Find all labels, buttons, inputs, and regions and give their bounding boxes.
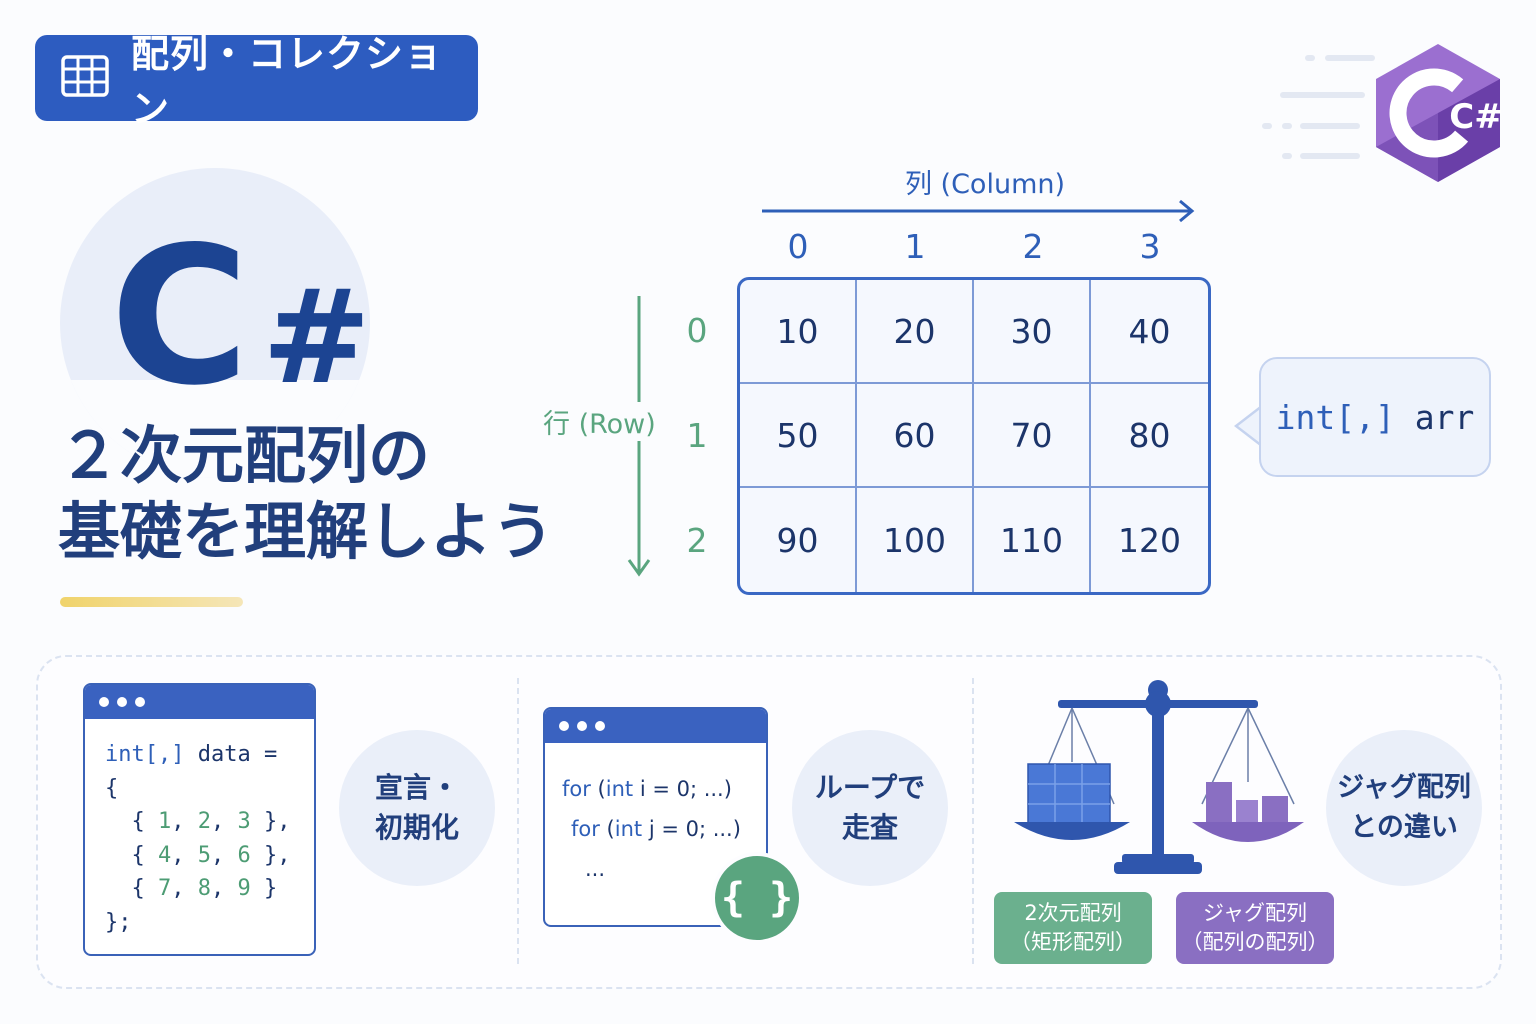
page-title: ２次元配列の 基礎を理解しよう — [58, 418, 554, 570]
grid-cell: 90 — [740, 488, 857, 592]
grid-cell: 20 — [857, 280, 974, 384]
grid-cell: 110 — [974, 488, 1091, 592]
panel-divider — [972, 678, 974, 964]
row-index-0: 0 — [686, 311, 708, 350]
jagged-label: ジャグ配列 との違い — [1326, 730, 1482, 886]
tag-jagged-array: ジャグ配列 （配列の配列） — [1176, 892, 1334, 964]
declaration-bubble: int[,] arr — [1259, 357, 1491, 477]
column-index-1: 1 — [904, 227, 926, 266]
row-index-1: 1 — [686, 416, 708, 455]
grid-cell: 40 — [1091, 280, 1208, 384]
hero-hash: # — [262, 261, 371, 413]
title-line-1: ２次元配列の — [58, 419, 431, 492]
row-axis-label: 行 (Row) — [543, 402, 656, 441]
grid-cell: 70 — [974, 384, 1091, 488]
code-window-declare: int[,] data ={ { 1, 2, 3 }, { 4, 5, 6 },… — [83, 683, 316, 956]
panel-divider — [517, 678, 519, 964]
column-axis-label: 列 (Column) — [904, 169, 1066, 200]
grid-cell: 50 — [740, 384, 857, 488]
loop-code: for (int i = 0; ...)for (int j = 0; ...)… — [562, 777, 741, 881]
code-braces-icon: { } — [711, 852, 803, 944]
category-badge: 配列・コレクション — [35, 32, 478, 131]
column-index-3: 3 — [1139, 227, 1161, 266]
bubble-type: int[,] — [1275, 397, 1395, 437]
logo-text: C# — [1449, 97, 1502, 137]
column-index-2: 2 — [1022, 227, 1044, 266]
row-index-2: 2 — [686, 521, 708, 560]
csharp-logo-icon: C# — [1372, 42, 1504, 184]
grid-cell: 30 — [974, 280, 1091, 384]
column-index-0: 0 — [787, 227, 809, 266]
grid-cell: 80 — [1091, 384, 1208, 488]
category-label: 配列・コレクション — [131, 32, 444, 131]
title-underline — [60, 597, 243, 607]
grid-cell: 120 — [1118, 520, 1181, 560]
window-titlebar — [545, 709, 766, 743]
title-line-2: 基礎を理解しよう — [58, 495, 555, 568]
grid-cell: 60 — [857, 384, 974, 488]
grid-cell: 10 — [740, 280, 857, 384]
window-titlebar — [85, 685, 314, 719]
bubble-identifier: arr — [1414, 397, 1475, 437]
declare-code: int[,] data ={ { 1, 2, 3 }, { 4, 5, 6 },… — [105, 742, 291, 935]
grid-cell: 100 — [857, 488, 974, 592]
table-icon — [61, 55, 109, 101]
loop-label: ループで 走査 — [792, 730, 948, 886]
tag-rectangular-array: 2次元配列 （矩形配列） — [994, 892, 1152, 964]
declare-label: 宣言・ 初期化 — [339, 730, 495, 886]
balance-scale-icon — [1010, 676, 1310, 884]
hero-background-circle — [60, 168, 370, 478]
array-grid: 10 20 30 40 50 60 70 80 90 100 110 120 — [737, 277, 1211, 595]
hero-c-letter: C — [110, 206, 249, 427]
column-arrow-icon — [762, 196, 1198, 230]
